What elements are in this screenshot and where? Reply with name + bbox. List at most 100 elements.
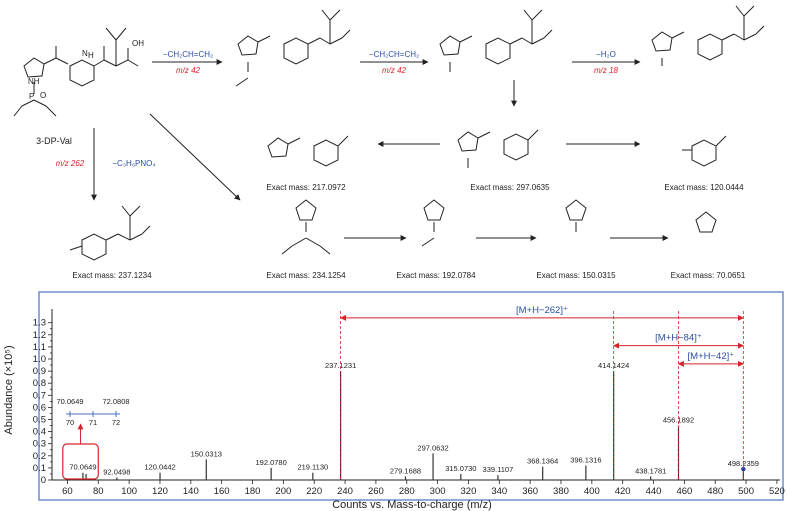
arrow-a2-bottom: m/z 42 [382,66,407,75]
y-tick-label: 0.5 [33,414,46,425]
x-tick-label: 380 [553,486,569,497]
arrow-a3-top: −H₂O [596,50,616,59]
precursor-marker [741,466,746,472]
arrow-to-234 [149,113,241,201]
structure-297 [457,129,539,168]
mass-150: Exact mass: 150.0315 [536,271,616,280]
structure-m42 [235,9,351,87]
arrow-a1-bottom: m/z 42 [176,66,201,75]
mass-234: Exact mass: 234.1254 [266,271,346,280]
x-tick-label: 360 [522,486,538,497]
arrow-a3-bottom: m/z 18 [594,66,619,75]
y-tick-label: 0 [41,475,46,486]
y-tick-label: 0.6 [33,402,46,413]
x-tick-label: 80 [93,486,104,497]
mass-297: Exact mass: 297.0635 [470,183,550,192]
fragment-masses: Exact mass: 297.0635 Exact mass: 217.097… [72,183,745,280]
nh-atom: H [88,51,94,60]
peak-label: 456.1892 [663,416,694,425]
n-atom: N [82,49,88,58]
neutral-loss-label: [M+H−42]⁺ [688,351,735,362]
structure-237 [69,205,151,261]
peak-label: 368.1364 [527,457,558,466]
y-tick-label: 1.3 [33,318,46,329]
peak-label: 396.1316 [570,455,601,464]
x-tick-label: 240 [337,486,353,497]
x-tick-label: 140 [183,486,199,497]
structure-70 [695,211,717,233]
chart-frame [38,291,784,501]
x-tick-label: 160 [214,486,230,497]
peak-label: 92.0498 [103,468,130,477]
x-tick-label: 520 [769,486,785,497]
peak-label: 315.0730 [445,464,476,473]
peak-label: 192.0780 [255,458,286,467]
structure-m102 [651,5,765,66]
x-tick-label: 400 [584,486,600,497]
inset-tick-label: 71 [89,418,97,427]
inset-tick-label: 70 [66,418,74,427]
peak-label: 339.1107 [483,465,514,474]
fragmentation-scheme: NH P O H N OH 3-DP-Val [13,5,765,261]
arrow-a1-top: −CH₂CH=CH₂ [163,50,213,59]
x-tick-label: 200 [275,486,291,497]
y-tick-label: 0.2 [33,451,46,462]
x-tick-label: 500 [738,486,754,497]
x-tick-label: 260 [368,486,384,497]
mass-70: Exact mass: 70.0651 [671,271,746,280]
peak-label: 120.0442 [144,463,175,472]
inset-label: 70.0649 [56,397,83,406]
peak-label: 150.0313 [191,449,222,458]
mass-237: Exact mass: 237.1234 [72,271,152,280]
y-tick-label: 0.1 [33,463,46,474]
peak-label: 70.0649 [69,463,96,472]
x-tick-label: 180 [245,486,261,497]
x-tick-label: 100 [121,486,137,497]
structure-192 [421,199,445,247]
parent-structure [13,27,139,117]
y-axis-title: Abundance (×10⁵) [3,345,15,434]
mass-192: Exact mass: 192.0784 [396,271,476,280]
x-tick-label: 320 [461,486,477,497]
structure-120 [682,135,727,167]
x-tick-label: 120 [152,486,168,497]
peak-label: 219.1130 [297,463,328,472]
arrow-a2-top: −CH₂CH=CH₂ [369,50,419,59]
y-tick-label: 0.9 [33,366,46,377]
peak-label: 297.0632 [417,443,448,452]
y-tick-label: 1.1 [33,342,46,353]
mass-217: Exact mass: 217.0972 [266,183,346,192]
peak-label: 279.1688 [390,466,421,475]
inset-tick-label: 72 [112,418,120,427]
peak-label: 237.1231 [325,361,356,370]
zoom-box [62,443,99,480]
x-tick-label: 220 [306,486,322,497]
x-tick-label: 280 [399,486,415,497]
p-atom: P [29,92,34,101]
o-atom: O [40,91,46,100]
neutral-loss-label: [M+H−262]⁺ [516,305,568,316]
arrow-labels: −CH₂CH=CH₂ m/z 42 −CH₂CH=CH₂ m/z 42 −H₂O… [56,50,619,168]
mass-spectrum: 00.10.20.30.40.50.60.70.80.91.01.11.21.3… [33,305,785,497]
x-tick-label: 60 [62,486,73,497]
mass-120: Exact mass: 120.0444 [664,183,744,192]
y-tick-label: 0.8 [33,378,46,389]
nh-atom: NH [28,77,40,86]
x-tick-label: 340 [491,486,507,497]
parent-label: 3-DP-Val [36,136,72,146]
oh-atom: OH [132,39,144,48]
peak-label: 438.1781 [635,466,666,475]
structure-217 [267,135,349,167]
arrow-a4-top: −C₃H₆PNO₄ [112,159,155,168]
x-tick-label: 480 [707,486,723,497]
y-tick-label: 1.2 [33,330,46,341]
x-tick-label: 460 [676,486,692,497]
inset-label: 72.0808 [102,397,129,406]
x-tick-label: 440 [646,486,662,497]
arrow-a4-bottom: m/z 262 [56,159,85,168]
structure-m84 [439,9,553,72]
y-tick-label: 1.0 [33,354,46,365]
y-tick-label: 0.3 [33,439,46,450]
y-tick-label: 0.7 [33,390,46,401]
